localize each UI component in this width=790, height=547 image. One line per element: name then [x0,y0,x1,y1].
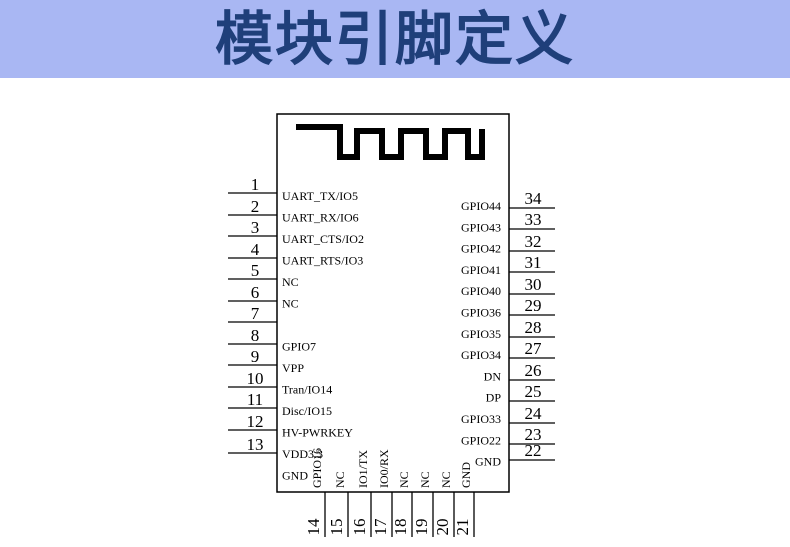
pin-number: 28 [525,318,542,337]
pin-number: 21 [453,519,472,536]
pin-label: UART_TX/IO5 [282,189,358,203]
pin-number: 19 [412,519,431,536]
pin-number: 34 [525,189,543,208]
pin-number: 4 [251,240,260,259]
pin-label: UART_RTS/IO3 [282,254,363,268]
pin-label: UART_CTS/IO2 [282,232,364,246]
pin-number: 27 [525,339,543,358]
pin-number: 17 [371,518,390,536]
pin-label: GPIO22 [461,433,501,447]
pin-label: NC [397,471,411,488]
pin-label: GPIO42 [461,242,501,256]
pin-label: GPIO7 [282,340,316,354]
pin-number: 24 [525,404,543,423]
pin-label: Tran/IO14 [282,383,332,397]
pin-label: GND [475,455,501,469]
pin-label: GPIO34 [461,348,501,362]
title-banner: 模块引脚定义 [0,0,790,78]
pin-label: GPIO43 [461,220,501,234]
pin-number: 31 [525,253,542,272]
pin-label: NC [282,297,299,311]
pin-number: 7 [251,304,260,323]
pin-number: 15 [327,519,346,536]
page-title: 模块引脚定义 [214,5,575,73]
pin-label: GPIO16 [310,448,324,488]
pin-number: 10 [247,369,264,388]
pin-label: GPIO36 [461,306,501,320]
pin-label: GND [459,462,473,488]
pin-number: 8 [251,326,260,345]
pin-number: 32 [525,232,542,251]
pin-label: GPIO40 [461,284,501,298]
module-body [276,113,510,493]
pin-number: 20 [433,519,452,536]
pin-number: 16 [350,519,369,536]
pin-label: IO0/RX [377,449,391,488]
pin-label: NC [418,471,432,488]
pin-label: GPIO33 [461,412,501,426]
pin-label: GPIO44 [461,199,501,213]
pin-number: 25 [525,382,542,401]
pin-label: NC [439,471,453,488]
pin-number: 11 [247,390,263,409]
pin-number: 18 [391,519,410,536]
pin-number: 9 [251,347,260,366]
pin-number: 13 [247,435,264,454]
pin-number: 6 [251,283,260,302]
pin-number: 14 [304,518,323,536]
pin-label: GPIO35 [461,327,501,341]
pin-label: VPP [282,361,304,375]
pin-number: 33 [525,210,542,229]
pin-label: NC [282,275,299,289]
pin-label: VDD3.3 [282,447,323,461]
pin-number: 5 [251,261,260,280]
bottom-pin-group: GPIO16 14 NC 15 IO1/TX 16 IO0/RX 17 NC 18 NC 19 NC 20… [304,448,475,537]
pin-label: DN [484,369,502,383]
pin-label: NC [333,471,347,488]
pin-number: 30 [525,275,542,294]
pin-number: 29 [525,296,542,315]
pin-label: Disc/IO15 [282,404,332,418]
pin-label: GPIO41 [461,263,501,277]
pin-number: 26 [525,361,542,380]
pin-label: DP [486,391,502,405]
pin-number: 1 [251,175,260,194]
pin-label: UART_RX/IO6 [282,211,359,225]
pin-number: 12 [247,412,264,431]
pin-number: 22 [525,441,542,460]
pin-number: 23 [525,425,542,444]
pin-label: HV-PWRKEY [282,426,353,440]
pin-number: 2 [251,197,260,216]
antenna-trace-icon [296,124,485,160]
pin-number: 3 [251,218,260,237]
pin-label: IO1/TX [356,450,370,488]
pin-label: GND [282,469,308,483]
